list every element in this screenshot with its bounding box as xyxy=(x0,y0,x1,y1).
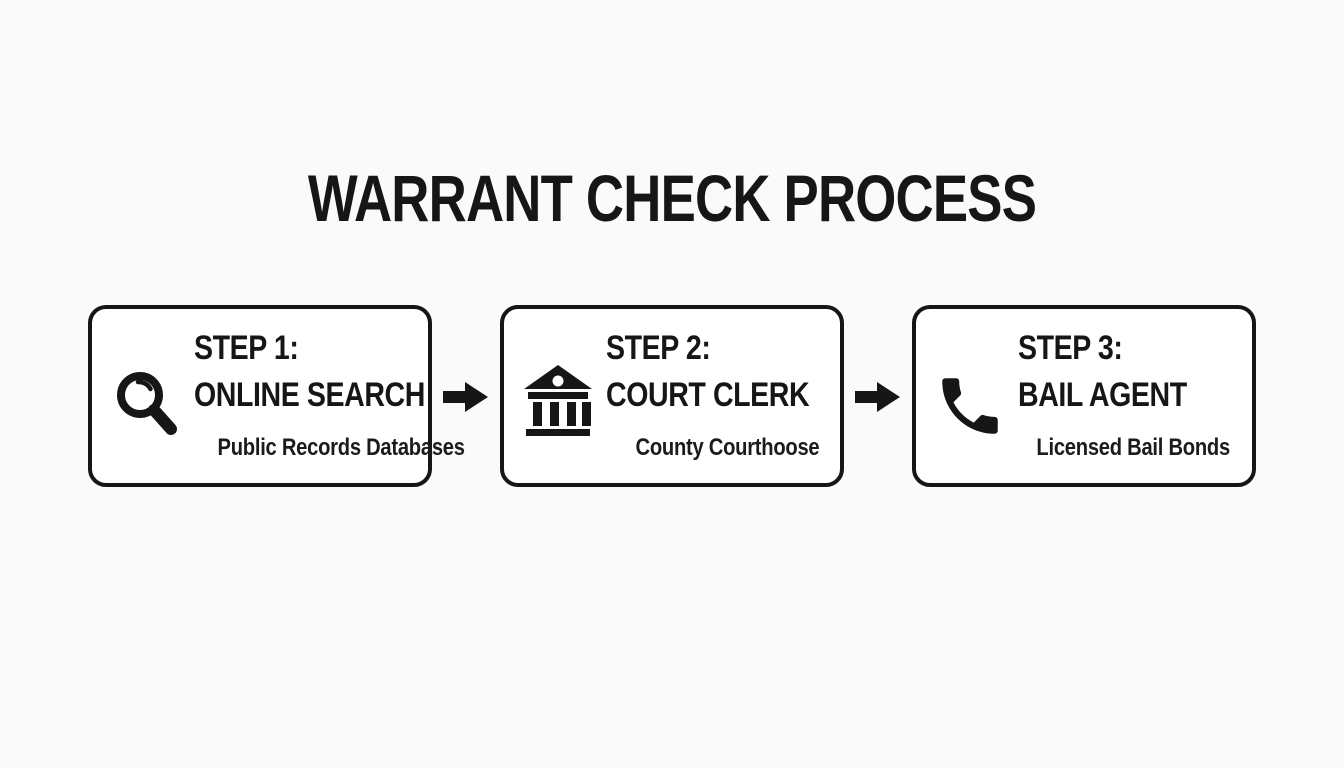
step-heading: BAIL AGENT xyxy=(1018,376,1187,414)
step-subtitle: Public Records Databases xyxy=(217,434,465,461)
step-box-online-search: STEP 1: ONLINE SEARCH Public Records Dat… xyxy=(88,305,465,487)
step-label: STEP 1: xyxy=(194,329,299,367)
right-arrow-icon xyxy=(855,377,901,417)
page-title: WARRANT CHECK PROCESS xyxy=(307,161,1037,235)
step-heading: ONLINE SEARCH xyxy=(194,376,425,414)
step-label: STEP 3: xyxy=(1018,329,1123,367)
step-box-court-clerk: STEP 2: COURT CLERK County Courthoose xyxy=(500,305,844,487)
step-subtitle: County Courthoose xyxy=(635,434,819,461)
step-heading: COURT CLERK xyxy=(606,376,810,414)
magnifier-icon xyxy=(113,369,179,483)
step-subtitle: Licensed Bail Bonds xyxy=(1036,434,1230,461)
process-flow: STEP 1: ONLINE SEARCH Public Records Dat… xyxy=(88,304,1256,488)
right-arrow-icon xyxy=(443,377,489,417)
step-label: STEP 2: xyxy=(606,329,711,367)
step-box-bail-agent: STEP 3: BAIL AGENT Licensed Bail Bonds xyxy=(912,305,1256,487)
phone-icon xyxy=(933,367,1007,483)
courthouse-icon xyxy=(522,363,594,483)
